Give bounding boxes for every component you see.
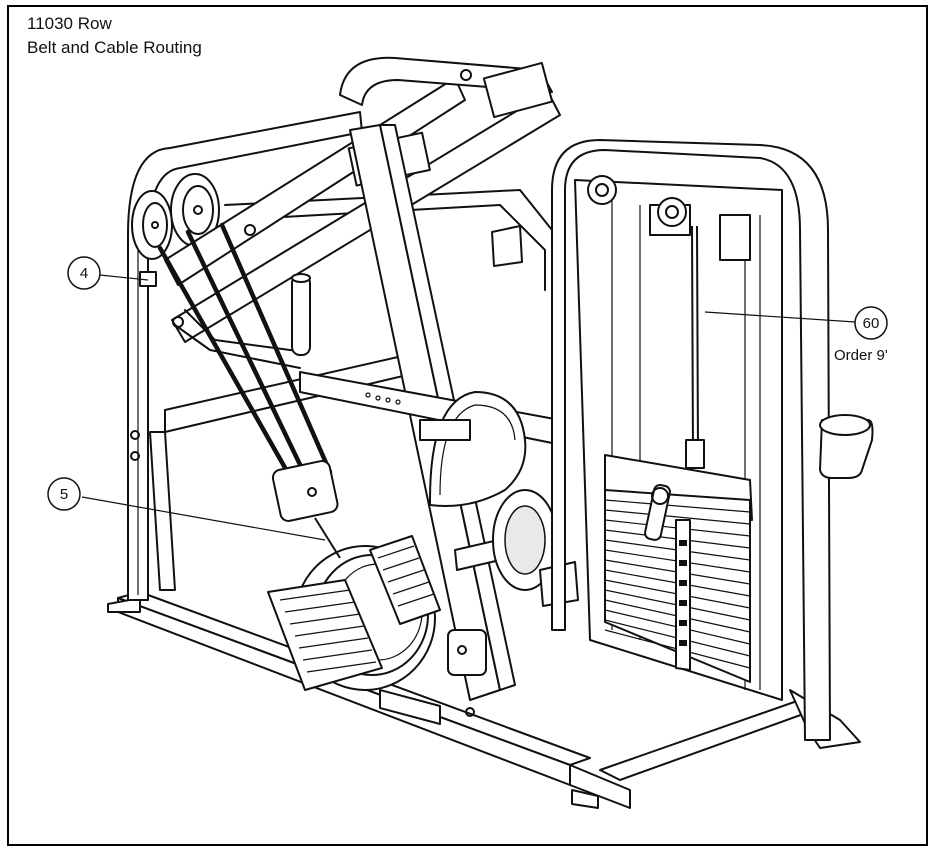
callout-60-note: Order 9' [834,347,888,364]
belts [157,222,341,559]
row-arm-assembly [164,56,561,369]
callout-4: 4 [67,256,101,290]
callout-5-label: 5 [60,486,68,503]
callout-4-balloon [67,256,101,290]
callout-60-leader [704,311,856,323]
callout-60-label: 60 [863,315,880,332]
callout-60: 60 Order 9' [834,306,888,364]
callout-4-label: 4 [80,265,88,282]
upper-pulleys [131,173,220,287]
callout-5-balloon [47,477,81,511]
weight-stack-tower [551,139,874,741]
callout-60-balloon [854,306,888,340]
callout-leaders [81,274,856,541]
callout-5-leader [81,496,326,541]
callout-5: 5 [47,477,81,511]
diagram-title: 11030 Row [27,14,112,33]
cam-drum [267,535,441,691]
callout-4-leader [99,274,149,281]
diagram-subtitle: Belt and Cable Routing [27,38,202,57]
left-frame [127,111,561,601]
